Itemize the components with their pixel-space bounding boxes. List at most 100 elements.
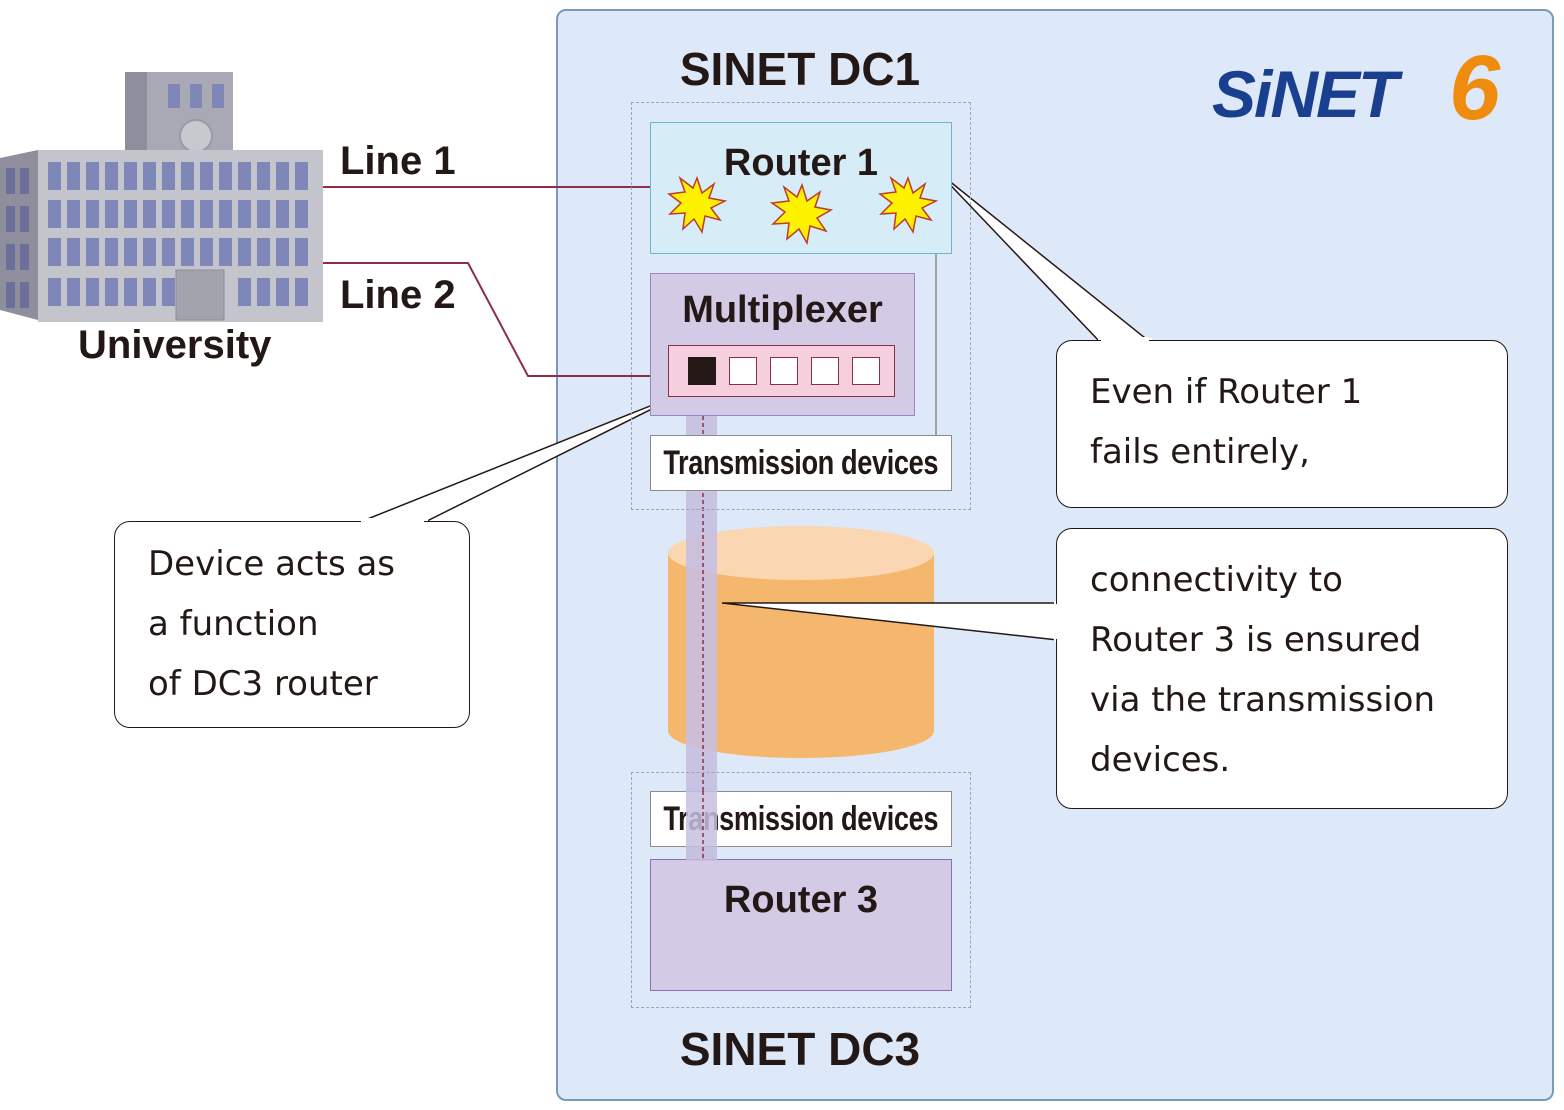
building-window xyxy=(162,278,175,306)
building-window xyxy=(86,162,99,190)
building-window xyxy=(124,162,137,190)
building-window xyxy=(238,278,251,306)
building-window xyxy=(20,168,29,194)
building-window xyxy=(200,162,213,190)
building-window xyxy=(295,200,308,228)
building-window xyxy=(67,200,80,228)
building-window xyxy=(257,238,270,266)
building-window xyxy=(200,238,213,266)
building-window xyxy=(6,168,15,194)
building-window xyxy=(6,282,15,308)
building-window xyxy=(86,200,99,228)
building-window xyxy=(295,278,308,306)
building-window xyxy=(124,278,137,306)
router-1-failure-bursts xyxy=(667,175,939,246)
building-window xyxy=(143,278,156,306)
building-window xyxy=(162,200,175,228)
multiplexer-port[interactable] xyxy=(811,357,839,385)
failure-burst-icon xyxy=(769,182,834,246)
multiplexer-port-active[interactable] xyxy=(688,357,716,385)
building-window xyxy=(20,282,29,308)
building-window xyxy=(276,238,289,266)
building-window xyxy=(48,278,61,306)
building-window xyxy=(295,162,308,190)
callout-connectivity-line: connectivity to xyxy=(1090,560,1343,600)
building-window xyxy=(48,238,61,266)
dc1-title: SINET DC1 xyxy=(679,43,921,95)
dc3-title: SINET DC3 xyxy=(679,1023,921,1075)
building-window xyxy=(238,162,251,190)
building-window xyxy=(143,200,156,228)
callout-device xyxy=(114,521,470,728)
line-2-label: Line 2 xyxy=(340,273,456,317)
university-building-icon xyxy=(0,72,323,322)
dc3-equipment-group xyxy=(631,772,971,1008)
callout-connectivity-line: Router 3 is ensured xyxy=(1090,620,1422,660)
dc1-transmission-devices[interactable]: Transmission devices xyxy=(650,435,952,491)
callout-connectivity-line: devices. xyxy=(1090,740,1231,780)
pipe-overlay xyxy=(686,791,717,861)
building-window xyxy=(105,162,118,190)
building-window xyxy=(6,206,15,232)
building-window xyxy=(67,278,80,306)
line-1-label: Line 1 xyxy=(340,139,456,183)
building-window xyxy=(238,200,251,228)
logo-six: 6 xyxy=(1449,37,1501,139)
building-window xyxy=(257,278,270,306)
callout-connectivity xyxy=(1056,528,1508,809)
multiplexer-port[interactable] xyxy=(770,357,798,385)
building-window xyxy=(6,244,15,270)
callout-device-line: a function xyxy=(148,604,319,644)
failure-burst-icon xyxy=(878,175,939,235)
building-window xyxy=(219,162,232,190)
building-window xyxy=(124,200,137,228)
building-window xyxy=(276,200,289,228)
building-window xyxy=(143,238,156,266)
building-window xyxy=(143,162,156,190)
sinet6-logo: SiNET 6 xyxy=(1212,42,1512,137)
building-window xyxy=(86,238,99,266)
building-window xyxy=(257,162,270,190)
building-window xyxy=(67,238,80,266)
building-window xyxy=(181,162,194,190)
router-3-label: Router 3 xyxy=(723,879,879,921)
building-window xyxy=(105,278,118,306)
dc1-equipment-group xyxy=(631,102,971,510)
building-window xyxy=(276,278,289,306)
building-window xyxy=(219,238,232,266)
building-window xyxy=(48,162,61,190)
line-2-connection xyxy=(323,262,688,377)
callout-router1-line: Even if Router 1 xyxy=(1090,372,1363,412)
callout-router1-line: fails entirely, xyxy=(1090,432,1310,472)
callout-device-text: Device acts as a function of DC3 router xyxy=(148,534,395,714)
building-window xyxy=(86,278,99,306)
dc1-transmission-label: Transmission devices xyxy=(663,443,939,482)
university-label: University xyxy=(78,323,272,367)
building-window xyxy=(20,206,29,232)
logo-wordmark: SiNET xyxy=(1212,57,1398,131)
building-window xyxy=(162,162,175,190)
callout-device-line: Device acts as xyxy=(148,544,396,584)
building-window xyxy=(295,238,308,266)
building-window xyxy=(219,200,232,228)
building-window xyxy=(276,162,289,190)
building-window xyxy=(238,238,251,266)
building-window xyxy=(105,238,118,266)
router-3[interactable] xyxy=(650,859,952,991)
router-1-label: Router 1 xyxy=(723,142,879,184)
callout-device-line: of DC3 router xyxy=(148,664,378,704)
callout-connectivity-line: via the transmission xyxy=(1090,680,1436,720)
building-window xyxy=(162,238,175,266)
building-window xyxy=(200,200,213,228)
failure-burst-icon xyxy=(667,175,728,235)
building-window xyxy=(181,238,194,266)
building-window xyxy=(105,200,118,228)
multiplexer-port[interactable] xyxy=(729,357,757,385)
building-window xyxy=(67,162,80,190)
multiplexer-port[interactable] xyxy=(852,357,880,385)
building-window xyxy=(48,200,61,228)
building-window xyxy=(257,200,270,228)
multiplexer-label: Multiplexer xyxy=(682,289,883,331)
